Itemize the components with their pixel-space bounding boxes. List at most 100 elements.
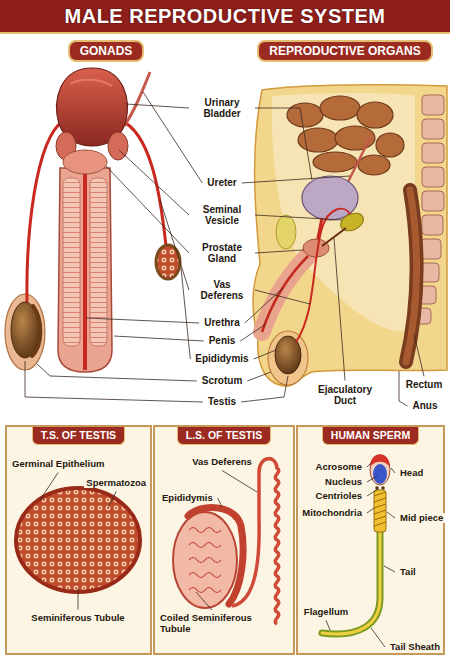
leader-line: [40, 472, 58, 500]
label-holder: Urethra: [202, 312, 242, 330]
leader-line: [196, 592, 212, 610]
part-label: Urethra: [202, 317, 242, 329]
leader-line: [387, 512, 395, 518]
heading-text: GONADS: [80, 44, 133, 58]
leader-line: [367, 508, 374, 513]
part-label: Ejaculatory Duct: [310, 384, 380, 407]
section-panel: HUMAN SPERM: [296, 425, 445, 655]
title-bar: MALE REPRODUCTIVE SYSTEM: [0, 0, 450, 32]
heading-text: HUMAN SPERM: [322, 427, 419, 445]
label-holder: Vas Deferens: [190, 451, 254, 469]
part-label: Mid piece: [398, 513, 445, 524]
part-label: Tail Sheath: [388, 642, 442, 653]
label-holder: Prostate Gland: [192, 242, 252, 267]
label-holder: Seminiferous Tubule: [29, 607, 126, 625]
part-label: Acrosome: [314, 462, 364, 473]
leader-line: [119, 150, 189, 215]
leader-line: [181, 268, 190, 359]
label-holder: Flagellum: [302, 601, 350, 619]
label-holder: Testis: [206, 391, 238, 409]
leader-line: [371, 628, 385, 647]
label-holder: Head: [398, 462, 425, 480]
leader-line: [106, 166, 189, 253]
label-holder: Tail Sheath: [388, 636, 442, 654]
leader-line: [367, 489, 378, 496]
leader-line: [218, 498, 222, 507]
heading-text: T.S. OF TESTIS: [32, 427, 125, 445]
label-holder: Anus: [411, 395, 440, 413]
part-label: Centrioles: [314, 491, 364, 502]
leader-line: [414, 334, 424, 376]
leader-line: [384, 566, 395, 572]
leader-line: [241, 376, 288, 402]
leader-line: [247, 372, 271, 381]
leader-line: [367, 462, 372, 467]
gonads-figure: [5, 68, 180, 372]
leader-line: [254, 350, 276, 359]
part-label: Nucleus: [323, 477, 364, 488]
label-holder: Centrioles: [314, 485, 364, 503]
organs-figure: [253, 85, 447, 386]
leader-line: [391, 468, 395, 473]
part-label: Penis: [207, 335, 238, 347]
label-holder: Epididymis: [193, 348, 250, 366]
label-holder: Scrotum: [200, 370, 245, 388]
label-holder: Ejaculatory Duct: [310, 384, 380, 409]
label-holder: Acrosome: [314, 456, 364, 474]
label-holder: Penis: [207, 330, 238, 348]
part-label: Head: [398, 468, 425, 479]
label-holder: Mitochondria: [300, 502, 364, 520]
part-label: Testis: [206, 396, 238, 408]
label-holder: Rectum: [404, 374, 445, 392]
part-label: Mitochondria: [300, 508, 364, 519]
label-holder: Epididymis: [160, 487, 215, 505]
leader-line: [25, 361, 203, 402]
part-label: Germinal Epithelium: [10, 459, 106, 470]
part-label: Coiled Seminiferous Tubule: [158, 613, 266, 635]
label-holder: Spermatozoa: [84, 472, 148, 490]
label-holder: Ureter: [205, 172, 238, 190]
leader-line: [108, 491, 116, 508]
label-holder: Nucleus: [323, 471, 364, 489]
title-text: MALE REPRODUCTIVE SYSTEM: [65, 5, 386, 28]
section-heading: GONADS: [68, 40, 145, 62]
part-label: Flagellum: [302, 607, 350, 618]
leader-line: [114, 336, 204, 341]
label-holder: Urinary Bladder: [192, 97, 252, 122]
label-holder: Vas Deferens: [192, 279, 252, 304]
leader-line: [255, 250, 303, 253]
heading-text: REPRODUCTIVE ORGANS: [269, 44, 420, 58]
section-heading: REPRODUCTIVE ORGANS: [257, 40, 432, 62]
heading-text: L.S. OF TESTIS: [177, 427, 271, 445]
leader-line: [326, 620, 330, 630]
part-label: Vas Deferens: [192, 279, 252, 302]
leader-line: [37, 364, 197, 381]
testis-long-section: [173, 459, 279, 624]
leader-line: [77, 588, 78, 610]
label-holder: Seminal Vesicle: [192, 204, 252, 229]
leader-line: [242, 176, 350, 183]
leader-lines: [25, 92, 424, 647]
leader-line: [222, 470, 257, 492]
label-holder: Coiled Seminiferous Tubule: [158, 613, 266, 636]
leader-line: [240, 324, 266, 341]
leader-line: [255, 290, 310, 304]
leader-line: [126, 104, 189, 108]
part-label: Vas Deferens: [190, 457, 254, 468]
part-label: Epididymis: [160, 493, 215, 504]
leader-line: [86, 318, 199, 323]
leader-line: [255, 108, 312, 180]
leader-line: [160, 200, 189, 290]
leader-line: [334, 238, 345, 381]
part-label: Seminal Vesicle: [192, 204, 252, 227]
label-holder: Tail: [398, 561, 418, 579]
part-label: Spermatozoa: [84, 478, 148, 489]
label-holder: Germinal Epithelium: [10, 453, 106, 471]
part-label: Urinary Bladder: [192, 97, 252, 120]
part-label: Prostate Gland: [192, 242, 252, 265]
label-holder: Mid piece: [398, 507, 445, 525]
leader-line: [255, 215, 342, 220]
part-label: Anus: [411, 400, 440, 412]
testis-cross-section: [16, 488, 140, 592]
part-label: Ureter: [205, 177, 238, 189]
